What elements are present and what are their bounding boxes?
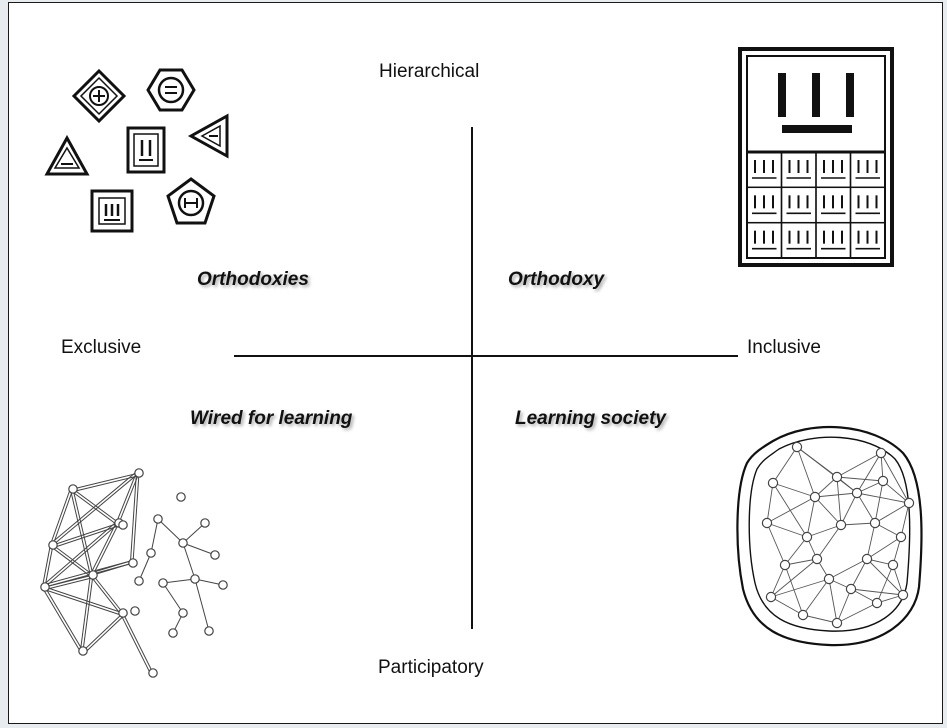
quadrant-label-bottom-right: Learning society (515, 408, 666, 429)
single-hierarchy-grid-icon (738, 47, 894, 267)
connected-network-icon (736, 426, 923, 647)
scattered-hierarchies-icon (44, 68, 229, 233)
axis-label-right: Inclusive (747, 337, 821, 358)
quadrant-label-bottom-left: Wired for learning (190, 408, 353, 429)
diagram-frame: Hierarchical Participatory Exclusive Inc… (8, 2, 943, 724)
axis-label-bottom: Participatory (378, 657, 484, 678)
axis-label-left: Exclusive (61, 337, 142, 358)
quadrant-label-top-right: Orthodoxy (508, 269, 605, 290)
fragmented-network-icon (40, 468, 228, 678)
vertical-axis (471, 127, 473, 629)
horizontal-axis (234, 355, 738, 357)
quadrant-label-top-left: Orthodoxies (197, 269, 309, 290)
axis-label-top: Hierarchical (379, 61, 480, 82)
